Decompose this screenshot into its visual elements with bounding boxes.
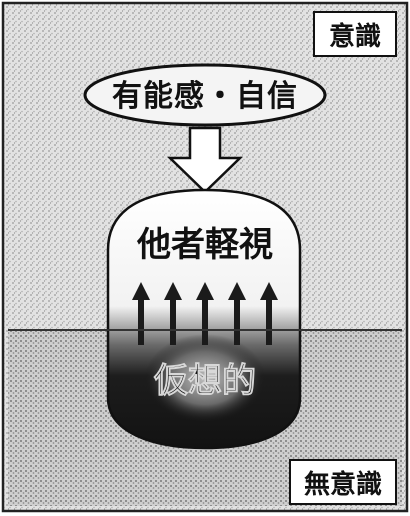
down-arrow-icon — [166, 126, 244, 194]
hypothetical-text: 仮想的 — [153, 361, 256, 401]
disregard-others-text: 他者軽視 — [136, 225, 273, 265]
self-efficacy-text: 有能感・自信 — [112, 79, 298, 114]
upward-arrows — [132, 282, 278, 345]
conscious-label-box: 意識 — [313, 11, 397, 57]
self-efficacy-ellipse: 有能感・自信 — [83, 63, 327, 127]
unconscious-label-box: 無意識 — [289, 459, 397, 505]
conscious-label: 意識 — [329, 21, 381, 52]
unconscious-label: 無意識 — [304, 469, 382, 500]
